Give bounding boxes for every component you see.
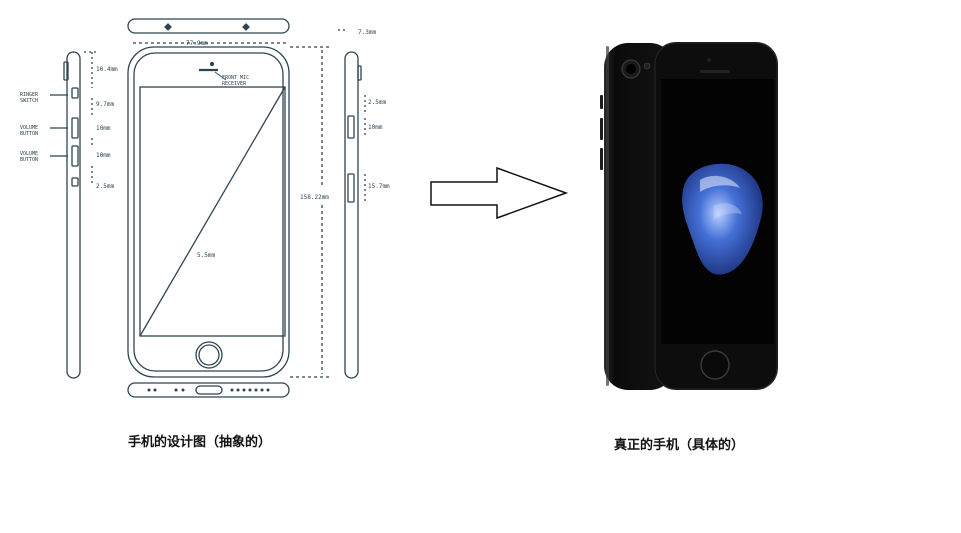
- dim-left-5: 2.5mm: [96, 183, 114, 190]
- left-dimension-ticks: [84, 51, 98, 186]
- label-volume-down-1: VOLUME: [20, 151, 38, 157]
- label-volume-down-2: BUTTON: [20, 157, 38, 163]
- dim-right-3: 15.7mm: [368, 183, 390, 190]
- label-front-mic-1: FRONT MIC: [222, 75, 249, 81]
- label-ringer-1: RINGER: [20, 92, 39, 98]
- dim-left-2: 9.7mm: [96, 101, 114, 108]
- real-phone-photo: [600, 42, 778, 390]
- dim-height: 158.22mm: [300, 194, 329, 201]
- height-dimension: [290, 46, 330, 378]
- right-side-profile: [344, 51, 362, 379]
- front-view: [127, 46, 290, 378]
- label-front-mic-2: RECEIVER: [222, 81, 247, 87]
- water-drop-graphic: [682, 163, 763, 275]
- label-ringer-2: SWITCH: [20, 98, 38, 104]
- dim-top-edge: 7.3mm: [358, 29, 376, 36]
- dim-diagonal: 5.5mm: [197, 252, 215, 259]
- phone-front-view: [654, 42, 778, 390]
- caption-real-phone: 真正的手机（具体的）: [614, 438, 745, 453]
- dim-left-1: 10.4mm: [96, 66, 118, 73]
- dim-width: 77.9mm: [186, 40, 208, 47]
- label-volume-up-2: BUTTON: [20, 131, 38, 137]
- left-side-profile: [63, 51, 81, 379]
- label-volume-up-1: VOLUME: [20, 125, 38, 131]
- top-view: [127, 18, 290, 34]
- blueprint-labels: 77.9mm 7.3mm 158.22mm 5.5mm 10.4mm 9.7mm…: [20, 29, 390, 259]
- right-dimension-ticks: [338, 29, 366, 202]
- dim-right-1: 2.5mm: [368, 99, 386, 106]
- blueprint-drawing: [50, 18, 366, 398]
- bottom-view: [127, 382, 290, 398]
- dim-left-4: 10mm: [96, 152, 111, 159]
- dim-right-2: 10mm: [368, 124, 383, 131]
- right-arrow: [430, 166, 569, 220]
- caption-blueprint: 手机的设计图（抽象的）: [128, 435, 272, 450]
- dim-left-3: 10mm: [96, 125, 111, 132]
